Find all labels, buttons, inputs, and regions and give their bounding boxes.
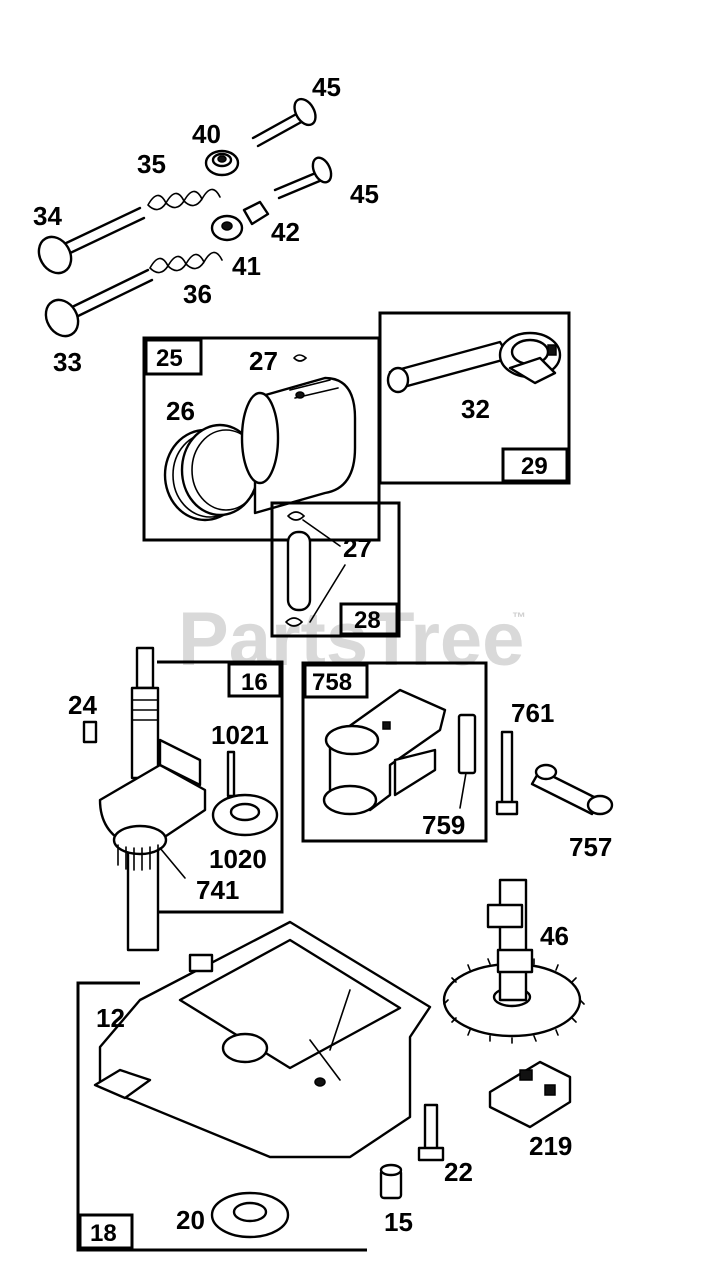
box-29: 29 xyxy=(378,311,571,485)
label-27-top: 27 xyxy=(249,346,278,376)
label-20: 20 xyxy=(176,1205,205,1235)
box-16: 16 xyxy=(157,660,284,914)
circlip-27-lower[interactable] xyxy=(285,617,304,627)
label-42: 42 xyxy=(271,217,300,247)
label-1021: 1021 xyxy=(211,720,269,750)
label-32: 32 xyxy=(461,394,490,424)
shaft-761[interactable] xyxy=(495,730,519,816)
plug-15[interactable] xyxy=(379,1163,403,1200)
connecting-rod-32[interactable] xyxy=(386,331,562,394)
label-34: 34 xyxy=(33,201,62,231)
box-18: 18 xyxy=(76,981,367,1252)
label-15: 15 xyxy=(384,1207,413,1237)
spring-36[interactable] xyxy=(149,251,223,274)
watermark-tm: ™ xyxy=(512,609,526,625)
label-757: 757 xyxy=(569,832,612,862)
governor-219[interactable] xyxy=(488,1060,572,1129)
label-12: 12 xyxy=(96,1003,125,1033)
piston-rings-26[interactable] xyxy=(163,423,261,522)
link-757[interactable] xyxy=(530,763,614,816)
governor-bracket[interactable] xyxy=(322,688,447,816)
label-27-pin: 27 xyxy=(343,533,372,563)
box-758: 758 xyxy=(301,661,488,843)
watermark-text: PartsTree xyxy=(178,597,524,682)
label-41: 41 xyxy=(232,251,261,281)
circlip-27-upper[interactable] xyxy=(287,511,306,521)
valve-45-upper[interactable] xyxy=(251,95,320,148)
box-758-number: 758 xyxy=(312,669,352,696)
box-25: 25 xyxy=(142,336,381,542)
seal-20[interactable] xyxy=(210,1191,290,1239)
label-45-lower: 45 xyxy=(350,179,379,209)
box-25-number: 25 xyxy=(156,345,183,372)
label-1020: 1020 xyxy=(209,844,267,874)
key-24[interactable] xyxy=(82,720,98,744)
keeper-42[interactable] xyxy=(242,200,270,226)
pin-1021[interactable] xyxy=(226,750,236,798)
label-45-upper: 45 xyxy=(312,72,341,102)
label-22: 22 xyxy=(444,1157,473,1187)
label-46: 46 xyxy=(540,921,569,951)
retainer-40[interactable] xyxy=(204,149,240,177)
label-219: 219 xyxy=(529,1131,572,1161)
camshaft-46[interactable] xyxy=(442,878,585,1044)
label-761: 761 xyxy=(511,698,554,728)
crankshaft[interactable] xyxy=(98,646,207,952)
circlip-27-top[interactable] xyxy=(293,354,308,362)
bolt-22[interactable] xyxy=(417,1103,445,1162)
label-741: 741 xyxy=(196,875,239,905)
piston-pin[interactable] xyxy=(286,530,312,612)
box-28: 28 xyxy=(270,501,401,638)
label-24: 24 xyxy=(68,690,97,720)
retainer-41[interactable] xyxy=(210,214,244,242)
label-759: 759 xyxy=(422,810,465,840)
box-28-number: 28 xyxy=(354,607,381,634)
spring-35[interactable] xyxy=(147,188,221,211)
box-29-number: 29 xyxy=(521,453,548,480)
piston-27[interactable] xyxy=(240,376,357,515)
sump-base[interactable] xyxy=(93,920,432,1159)
valve-33[interactable] xyxy=(40,268,154,342)
valve-34[interactable] xyxy=(33,206,146,279)
label-26: 26 xyxy=(166,396,195,426)
partstree-watermark: PartsTree ™ xyxy=(178,597,526,682)
washer-1020[interactable] xyxy=(211,793,279,837)
label-33: 33 xyxy=(53,347,82,377)
pin-759[interactable] xyxy=(457,713,477,775)
label-36: 36 xyxy=(183,279,212,309)
box-18-number: 18 xyxy=(90,1220,117,1247)
box-16-number: 16 xyxy=(241,669,268,696)
label-35: 35 xyxy=(137,149,166,179)
valve-45-lower[interactable] xyxy=(273,155,335,200)
label-40: 40 xyxy=(192,119,221,149)
